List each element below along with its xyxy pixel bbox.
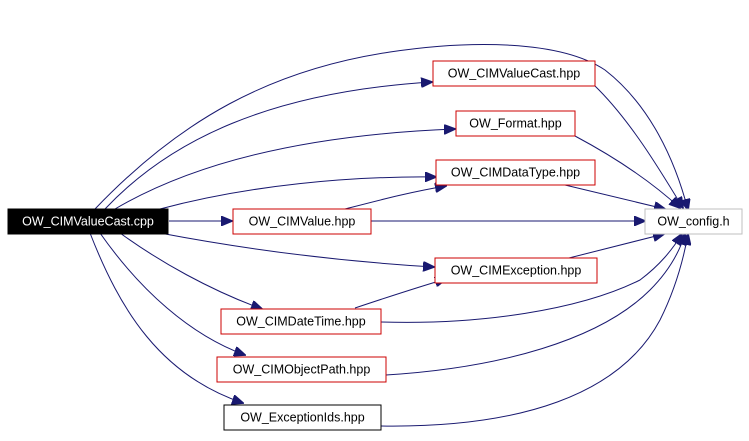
node-label-cimobjectpath-hpp: OW_CIMObjectPath.hpp bbox=[233, 363, 371, 377]
node-config-h[interactable]: OW_config.h bbox=[644, 208, 743, 235]
node-label-root: OW_CIMValueCast.cpp bbox=[22, 215, 154, 229]
edge-root-to-cimvaluecast-hpp bbox=[104, 82, 432, 210]
node-cimobjectpath-hpp[interactable]: OW_CIMObjectPath.hpp bbox=[216, 356, 387, 383]
node-format-hpp[interactable]: OW_Format.hpp bbox=[455, 110, 576, 137]
node-label-cimvalue-hpp: OW_CIMValue.hpp bbox=[249, 215, 356, 229]
edge-cimdatetime-hpp-to-cimexception-hpp bbox=[354, 279, 446, 309]
edge-cimexception-hpp-to-config bbox=[564, 234, 664, 260]
edge-root-to-config bbox=[94, 44, 688, 210]
edge-format-hpp-to-config bbox=[574, 135, 680, 208]
node-cimvaluecast-hpp[interactable]: OW_CIMValueCast.hpp bbox=[432, 60, 596, 87]
edge-cimdatatype-hpp-to-config bbox=[564, 184, 665, 209]
edge-root-to-cimdatatype-hpp bbox=[159, 177, 436, 210]
node-exceptionids-hpp[interactable]: OW_ExceptionIds.hpp bbox=[223, 404, 382, 431]
edge-root-to-exceptionids-hpp bbox=[89, 232, 243, 403]
node-cimvalue-hpp[interactable]: OW_CIMValue.hpp bbox=[232, 208, 372, 235]
node-label-config-h: OW_config.h bbox=[657, 215, 729, 229]
edge-cimdatetime-hpp-to-config bbox=[380, 234, 682, 323]
node-label-cimexception-hpp: OW_CIMException.hpp bbox=[451, 264, 582, 278]
node-label-format-hpp: OW_Format.hpp bbox=[469, 117, 561, 131]
edge-cimvaluecast-hpp-to-config bbox=[594, 85, 683, 208]
edge-root-to-cimdatetime-hpp bbox=[119, 232, 262, 309]
node-label-cimdatetime-hpp: OW_CIMDateTime.hpp bbox=[236, 315, 365, 329]
node-label-cimvaluecast-hpp: OW_CIMValueCast.hpp bbox=[448, 67, 581, 81]
nodes: OW_CIMValueCast.cpp OW_CIMValueCast.hpp … bbox=[7, 60, 743, 431]
edge-cimvalue-hpp-to-cimdatatype-hpp bbox=[344, 186, 446, 210]
node-cimexception-hpp[interactable]: OW_CIMException.hpp bbox=[434, 257, 598, 284]
node-cimdatatype-hpp[interactable]: OW_CIMDataType.hpp bbox=[435, 159, 596, 186]
edge-root-to-format-hpp bbox=[114, 129, 455, 210]
edge-exceptionids-hpp-to-config bbox=[380, 234, 688, 427]
node-label-cimdatatype-hpp: OW_CIMDataType.hpp bbox=[451, 166, 580, 180]
node-label-exceptionids-hpp: OW_ExceptionIds.hpp bbox=[240, 411, 364, 425]
edges bbox=[89, 44, 688, 427]
node-root[interactable]: OW_CIMValueCast.cpp bbox=[7, 208, 169, 235]
node-cimdatetime-hpp[interactable]: OW_CIMDateTime.hpp bbox=[220, 308, 382, 335]
edge-root-to-cimobjectpath-hpp bbox=[99, 232, 245, 355]
edge-cimobjectpath-hpp-to-config bbox=[385, 234, 685, 376]
edge-root-to-cimexception-hpp bbox=[159, 232, 434, 267]
